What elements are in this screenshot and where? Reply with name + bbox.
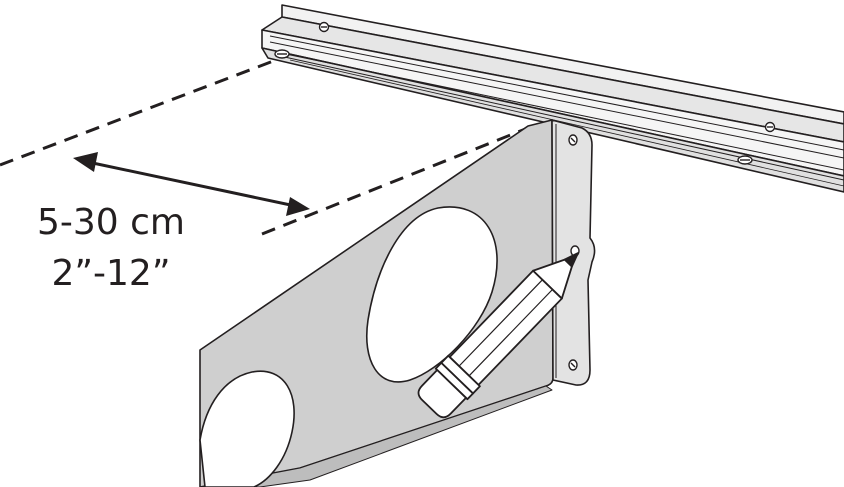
guide-line-lower (261, 126, 529, 236)
dimension-label-metric: 5-30 cm (36, 202, 185, 243)
dimension-label-imperial: 2”-12” (51, 253, 171, 294)
rail-screw-top-left (318, 21, 330, 33)
flange-hole-bottom (568, 359, 578, 371)
rail-screw-left (274, 49, 290, 59)
pencil-icon (417, 252, 579, 419)
bracket-hole-upper (366, 206, 498, 383)
flange-hole-top (568, 134, 578, 146)
rail-screw-bottom-right (737, 155, 753, 165)
guide-line-upper (0, 58, 277, 167)
rail-screw-top-right (764, 121, 776, 133)
dimension-arrow (73, 152, 310, 216)
bracket-hole-lower (199, 370, 295, 487)
